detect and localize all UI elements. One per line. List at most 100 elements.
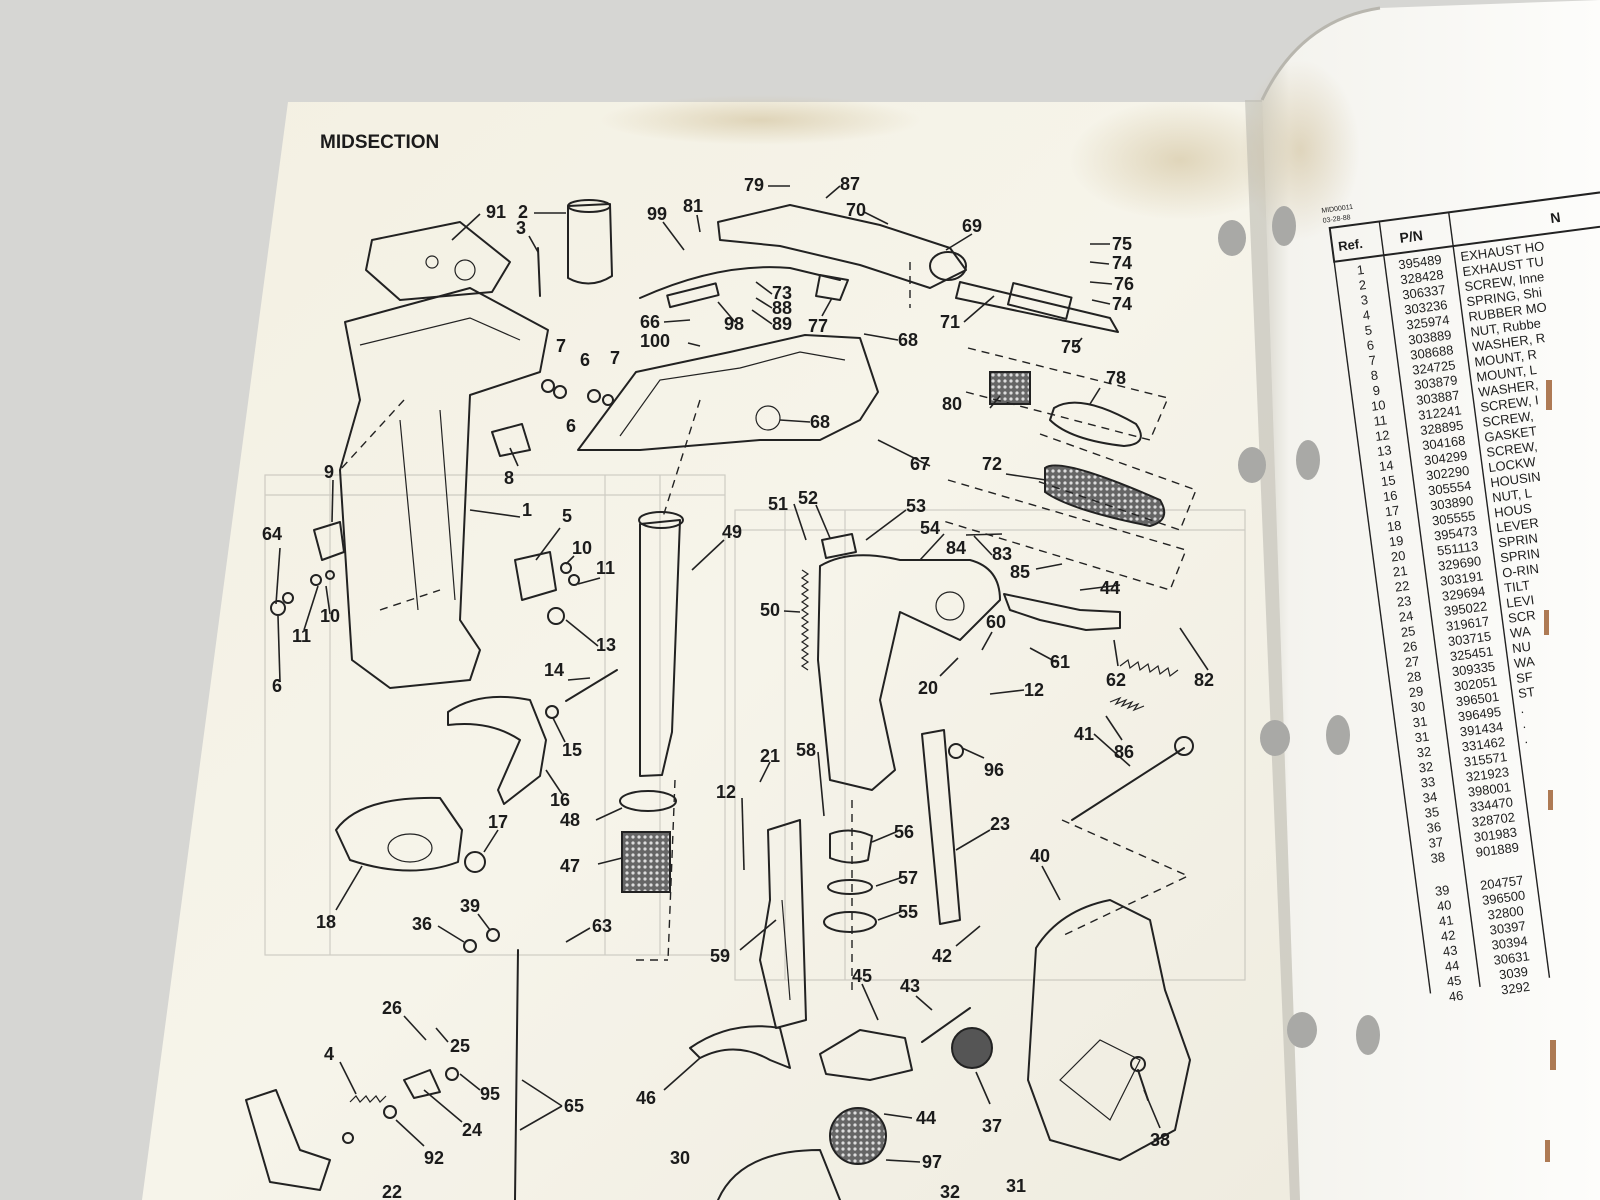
- cell-ref: 32: [1416, 744, 1432, 761]
- cell-name: .: [1523, 731, 1529, 746]
- cell-pn: 305555: [1431, 508, 1476, 529]
- table-row: 35 334470: [1424, 794, 1514, 820]
- cell-pn: 312241: [1417, 402, 1462, 423]
- cell-ref: 19: [1388, 533, 1404, 550]
- cell-pn: 303887: [1415, 387, 1460, 408]
- cell-pn: 551113: [1436, 538, 1479, 558]
- table-code: MID00011: [1321, 204, 1354, 215]
- cell-ref: 14: [1378, 457, 1394, 474]
- svg-text:8: 8: [504, 468, 514, 488]
- cell-name: HOUS: [1493, 500, 1533, 520]
- cell-pn: 398001: [1467, 779, 1512, 800]
- col-ref: Ref.: [1337, 236, 1363, 254]
- col-pn: P/N: [1399, 227, 1424, 246]
- cell-ref: 27: [1404, 653, 1420, 670]
- cell-pn: 303236: [1403, 297, 1448, 318]
- svg-text:87: 87: [840, 174, 860, 194]
- cell-pn: 308688: [1409, 342, 1454, 363]
- cell-pn: 334470: [1469, 794, 1514, 815]
- cell-ref: 31: [1412, 714, 1428, 731]
- svg-text:67: 67: [910, 454, 930, 474]
- svg-text:22: 22: [382, 1182, 402, 1200]
- cell-name: LEVER: [1495, 515, 1539, 535]
- cell-name: WA: [1509, 623, 1532, 641]
- svg-text:37: 37: [982, 1116, 1002, 1136]
- svg-text:62: 62: [1106, 670, 1126, 690]
- cell-ref: 9: [1372, 383, 1381, 399]
- cell-ref: 35: [1424, 804, 1440, 821]
- cell-pn: 303191: [1439, 568, 1484, 589]
- callout-labels: 91 2 3 79 87 81 99 70 69 75 74 76 74 71 …: [262, 174, 1214, 1200]
- cell-pn: 303715: [1447, 629, 1492, 650]
- cell-name: LEVI: [1505, 592, 1535, 611]
- svg-text:85: 85: [1010, 562, 1030, 582]
- cell-pn: 204757: [1479, 872, 1524, 893]
- cell-name: SCREW,: [1485, 438, 1538, 460]
- svg-text:66: 66: [640, 312, 660, 332]
- cell-ref: 15: [1380, 472, 1396, 489]
- cell-pn: 309335: [1451, 659, 1496, 680]
- svg-text:10: 10: [320, 606, 340, 626]
- cell-ref: 5: [1364, 322, 1373, 338]
- svg-text:15: 15: [562, 740, 582, 760]
- cell-name: HOUSIN: [1489, 469, 1541, 490]
- cell-ref: 29: [1408, 683, 1424, 700]
- cell-pn: 302051: [1453, 674, 1498, 695]
- svg-text:70: 70: [846, 200, 866, 220]
- svg-text:25: 25: [450, 1036, 470, 1056]
- cell-ref: 40: [1436, 897, 1452, 914]
- svg-text:5: 5: [562, 506, 572, 526]
- cell-name: .: [1521, 716, 1527, 731]
- svg-text:74: 74: [1112, 253, 1132, 273]
- cell-pn: 3292: [1500, 979, 1531, 998]
- exploded-diagram: [245, 199, 1194, 1200]
- svg-text:77: 77: [808, 316, 828, 336]
- svg-text:45: 45: [852, 966, 872, 986]
- table-row: 20 551113 SPRIN: [1390, 530, 1539, 564]
- svg-text:100: 100: [640, 331, 670, 351]
- svg-text:91: 91: [486, 202, 506, 222]
- svg-text:9: 9: [324, 462, 334, 482]
- svg-text:84: 84: [946, 538, 966, 558]
- cell-pn: 395489: [1397, 252, 1442, 273]
- cell-name: LOCKW: [1487, 454, 1537, 475]
- cell-ref: 37: [1428, 834, 1444, 851]
- cell-pn: 395473: [1433, 523, 1478, 544]
- cell-pn: 325974: [1405, 312, 1450, 333]
- cell-ref: 20: [1390, 548, 1406, 565]
- svg-text:75: 75: [1112, 234, 1132, 254]
- svg-text:1: 1: [522, 500, 532, 520]
- cell-pn: 396501: [1455, 689, 1500, 710]
- svg-text:65: 65: [564, 1096, 584, 1116]
- svg-text:74: 74: [1112, 294, 1132, 314]
- svg-text:38: 38: [1150, 1130, 1170, 1150]
- cell-ref: 45: [1446, 973, 1462, 990]
- cell-ref: 16: [1382, 488, 1398, 505]
- svg-text:17: 17: [488, 812, 508, 832]
- svg-text:60: 60: [986, 612, 1006, 632]
- svg-text:68: 68: [810, 412, 830, 432]
- svg-text:54: 54: [920, 518, 940, 538]
- svg-text:50: 50: [760, 600, 780, 620]
- svg-text:6: 6: [272, 676, 282, 696]
- svg-text:10: 10: [572, 538, 592, 558]
- cell-ref: 11: [1373, 412, 1388, 429]
- svg-text:88: 88: [772, 298, 792, 318]
- svg-text:43: 43: [900, 976, 920, 996]
- svg-text:32: 32: [940, 1182, 960, 1200]
- cell-ref: 42: [1440, 927, 1456, 944]
- cell-ref: 23: [1396, 593, 1412, 610]
- cell-ref: 1: [1356, 262, 1365, 278]
- cell-name: SPRIN: [1497, 530, 1538, 550]
- cell-ref: 2: [1358, 277, 1367, 293]
- parts-table: MID00011 03-28-88 Ref. P/N N: [1321, 187, 1600, 994]
- svg-text:7: 7: [556, 336, 566, 356]
- cell-name: SPRIN: [1499, 545, 1540, 565]
